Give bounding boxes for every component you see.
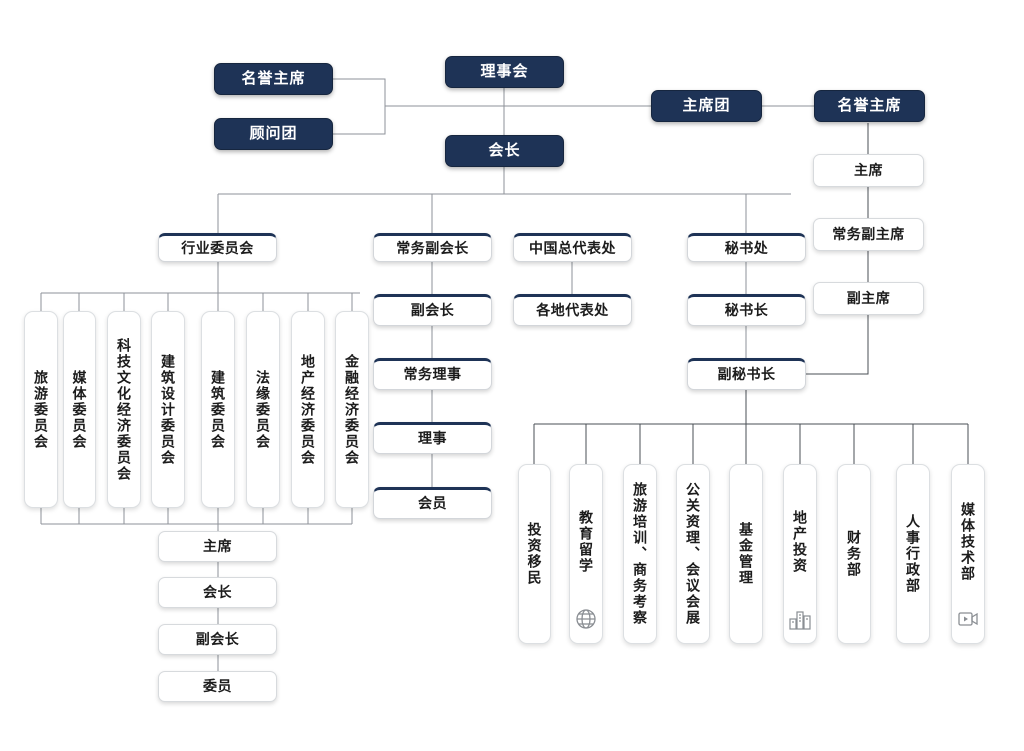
- building-icon: [788, 607, 812, 631]
- node-exec-vice-chairman[interactable]: 常务副主席: [813, 218, 924, 251]
- department-box-4[interactable]: 基金管理: [729, 464, 763, 644]
- department-box-5[interactable]: 地产投资: [783, 464, 817, 644]
- video-icon: [956, 607, 980, 631]
- committee-label: 建筑委员会: [210, 369, 226, 450]
- committee-box-6[interactable]: 地产经济委员会: [291, 311, 325, 508]
- committee-label: 科技文化经济委员会: [116, 337, 132, 482]
- node-local-rep-offices[interactable]: 各地代表处: [513, 294, 632, 326]
- department-label: 基金管理: [738, 522, 754, 586]
- department-label: 旅游培训、商务考察: [632, 482, 648, 626]
- node-director[interactable]: 理事: [373, 422, 492, 454]
- committee-box-2[interactable]: 科技文化经济委员会: [107, 311, 141, 508]
- committee-label: 建筑设计委员会: [160, 353, 176, 466]
- department-box-3[interactable]: 公关资理、会议会展: [676, 464, 710, 644]
- department-box-7[interactable]: 人事行政部: [896, 464, 930, 644]
- node-chairman-bottom[interactable]: 主席: [158, 531, 277, 562]
- department-box-1[interactable]: 教育留学: [569, 464, 603, 644]
- node-vice-president-bottom[interactable]: 副会长: [158, 624, 277, 655]
- department-label: 地产投资: [792, 510, 808, 574]
- node-board-of-directors[interactable]: 理事会: [445, 56, 564, 88]
- node-chairman-right[interactable]: 主席: [813, 154, 924, 187]
- committee-label: 地产经济委员会: [300, 353, 316, 466]
- node-industry-committee[interactable]: 行业委员会: [158, 233, 277, 262]
- node-secretary-general[interactable]: 秘书长: [687, 294, 806, 326]
- department-box-6[interactable]: 财务部: [837, 464, 871, 644]
- node-president[interactable]: 会长: [445, 135, 564, 167]
- department-label: 投资移民: [526, 522, 543, 586]
- department-label: 公关资理、会议会展: [685, 482, 701, 626]
- department-label: 教育留学: [578, 510, 594, 574]
- committee-box-0[interactable]: 旅游委员会: [24, 311, 58, 508]
- committee-label: 金融经济委员会: [344, 353, 360, 466]
- node-exec-director[interactable]: 常务理事: [373, 358, 492, 390]
- node-vice-president[interactable]: 副会长: [373, 294, 492, 326]
- node-presidium[interactable]: 主席团: [651, 90, 762, 122]
- department-box-0[interactable]: 投资移民: [518, 464, 551, 644]
- node-president-bottom[interactable]: 会长: [158, 577, 277, 608]
- committee-box-1[interactable]: 媒体委员会: [63, 311, 96, 508]
- committee-label: 媒体委员会: [71, 369, 88, 450]
- node-member[interactable]: 会员: [373, 487, 492, 519]
- committee-label: 旅游委员会: [33, 369, 49, 450]
- department-label: 人事行政部: [905, 514, 921, 594]
- committee-box-4[interactable]: 建筑委员会: [201, 311, 235, 508]
- department-box-2[interactable]: 旅游培训、商务考察: [623, 464, 657, 644]
- committee-box-5[interactable]: 法缘委员会: [246, 311, 280, 508]
- node-honorary-chair-left[interactable]: 名誉主席: [214, 63, 333, 95]
- node-honorary-chair-right[interactable]: 名誉主席: [814, 90, 925, 122]
- node-vice-chairman[interactable]: 副主席: [813, 282, 924, 315]
- department-label: 财务部: [846, 530, 862, 578]
- node-secretariat[interactable]: 秘书处: [687, 233, 806, 262]
- committee-box-7[interactable]: 金融经济委员会: [335, 311, 369, 508]
- node-deputy-secretary-general[interactable]: 副秘书长: [687, 358, 806, 390]
- department-box-8[interactable]: 媒体技术部: [951, 464, 985, 644]
- committee-box-3[interactable]: 建筑设计委员会: [151, 311, 185, 508]
- node-china-rep-office[interactable]: 中国总代表处: [513, 233, 632, 262]
- committee-label: 法缘委员会: [255, 369, 271, 450]
- node-committee-member-bottom[interactable]: 委员: [158, 671, 277, 702]
- department-label: 媒体技术部: [960, 502, 976, 582]
- globe-icon: [574, 607, 598, 631]
- node-exec-vice-president[interactable]: 常务副会长: [373, 233, 492, 262]
- node-advisory-board[interactable]: 顾问团: [214, 118, 333, 150]
